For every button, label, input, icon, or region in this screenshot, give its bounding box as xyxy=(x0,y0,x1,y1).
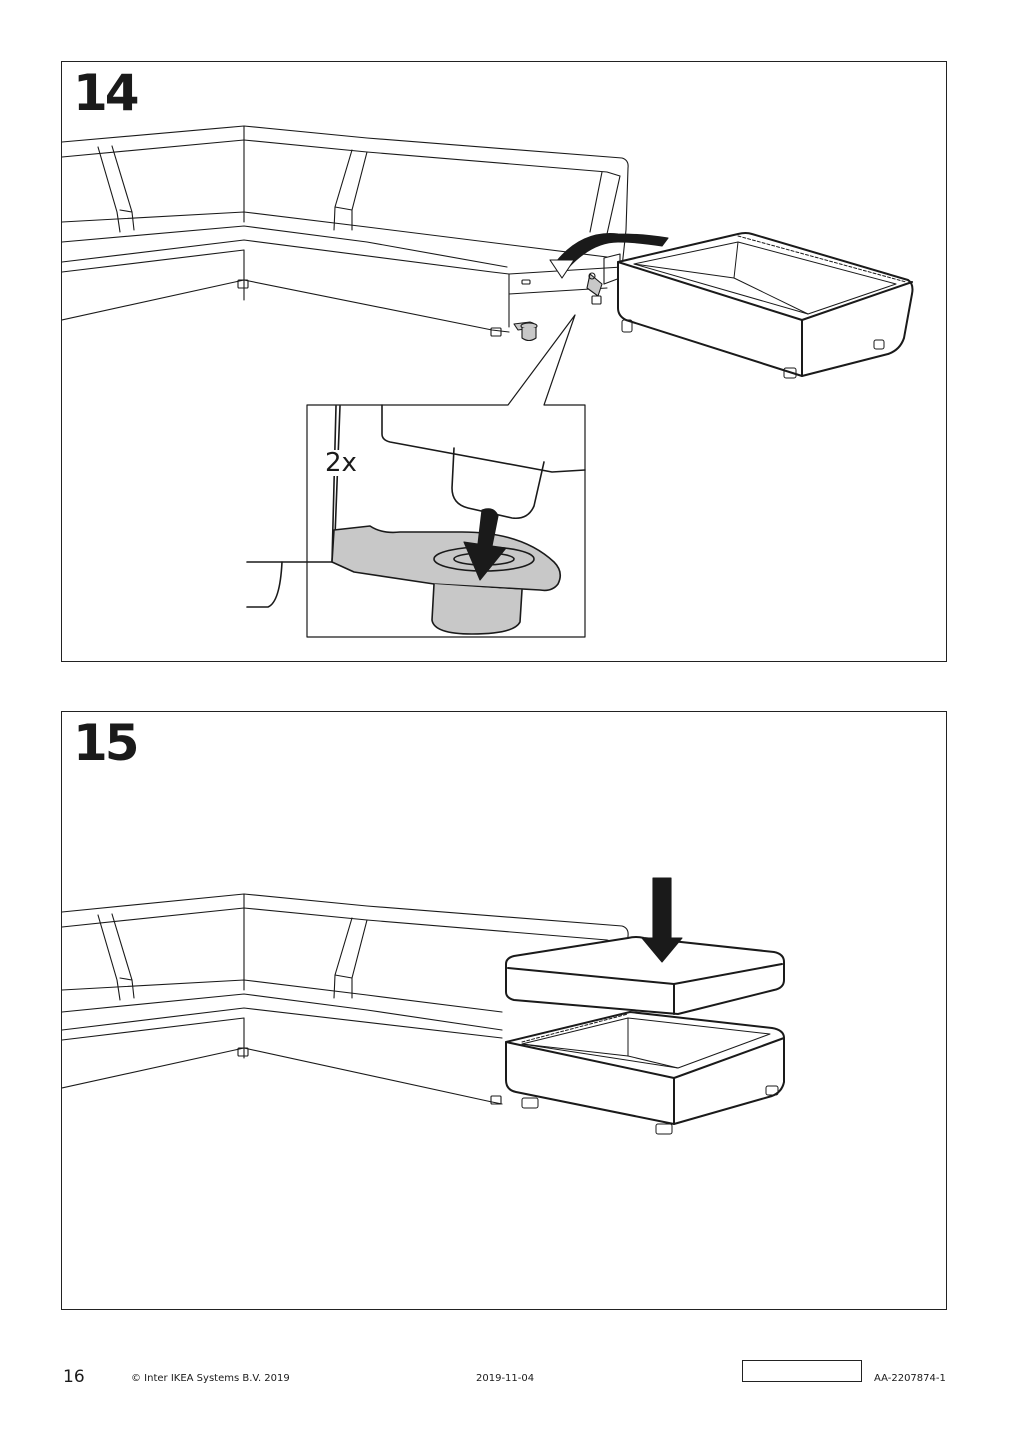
ottoman-base xyxy=(617,232,914,377)
curved-rotate-arrow-icon xyxy=(549,233,669,279)
step-number: 14 xyxy=(73,64,140,122)
ottoman-base xyxy=(505,1011,785,1125)
step-14-panel: 14 xyxy=(61,61,947,662)
copyright-notice: © Inter IKEA Systems B.V. 2019 xyxy=(131,1373,290,1384)
ottoman-cushion xyxy=(505,936,785,1015)
blank-label-box xyxy=(742,1360,862,1382)
callout-quantity-label: 2x xyxy=(321,450,361,476)
ottoman-inner xyxy=(621,235,907,379)
down-arrow-icon xyxy=(463,508,507,581)
step-15-panel: 15 xyxy=(61,711,947,1310)
corner-sofa xyxy=(62,893,629,1105)
document-date: 2019-11-04 xyxy=(476,1373,535,1384)
document-id: AA-2207874-1 xyxy=(874,1373,946,1384)
page-number: 16 xyxy=(63,1367,85,1387)
step-number: 15 xyxy=(73,714,140,772)
corner-sofa xyxy=(62,125,629,337)
down-arrow-icon xyxy=(641,877,683,963)
ottoman-inner xyxy=(521,1013,779,1135)
detail-illustration xyxy=(246,404,586,635)
small-connector-fitting xyxy=(513,253,621,342)
step-14-illustration xyxy=(62,125,914,638)
step-15-illustration xyxy=(62,877,785,1135)
